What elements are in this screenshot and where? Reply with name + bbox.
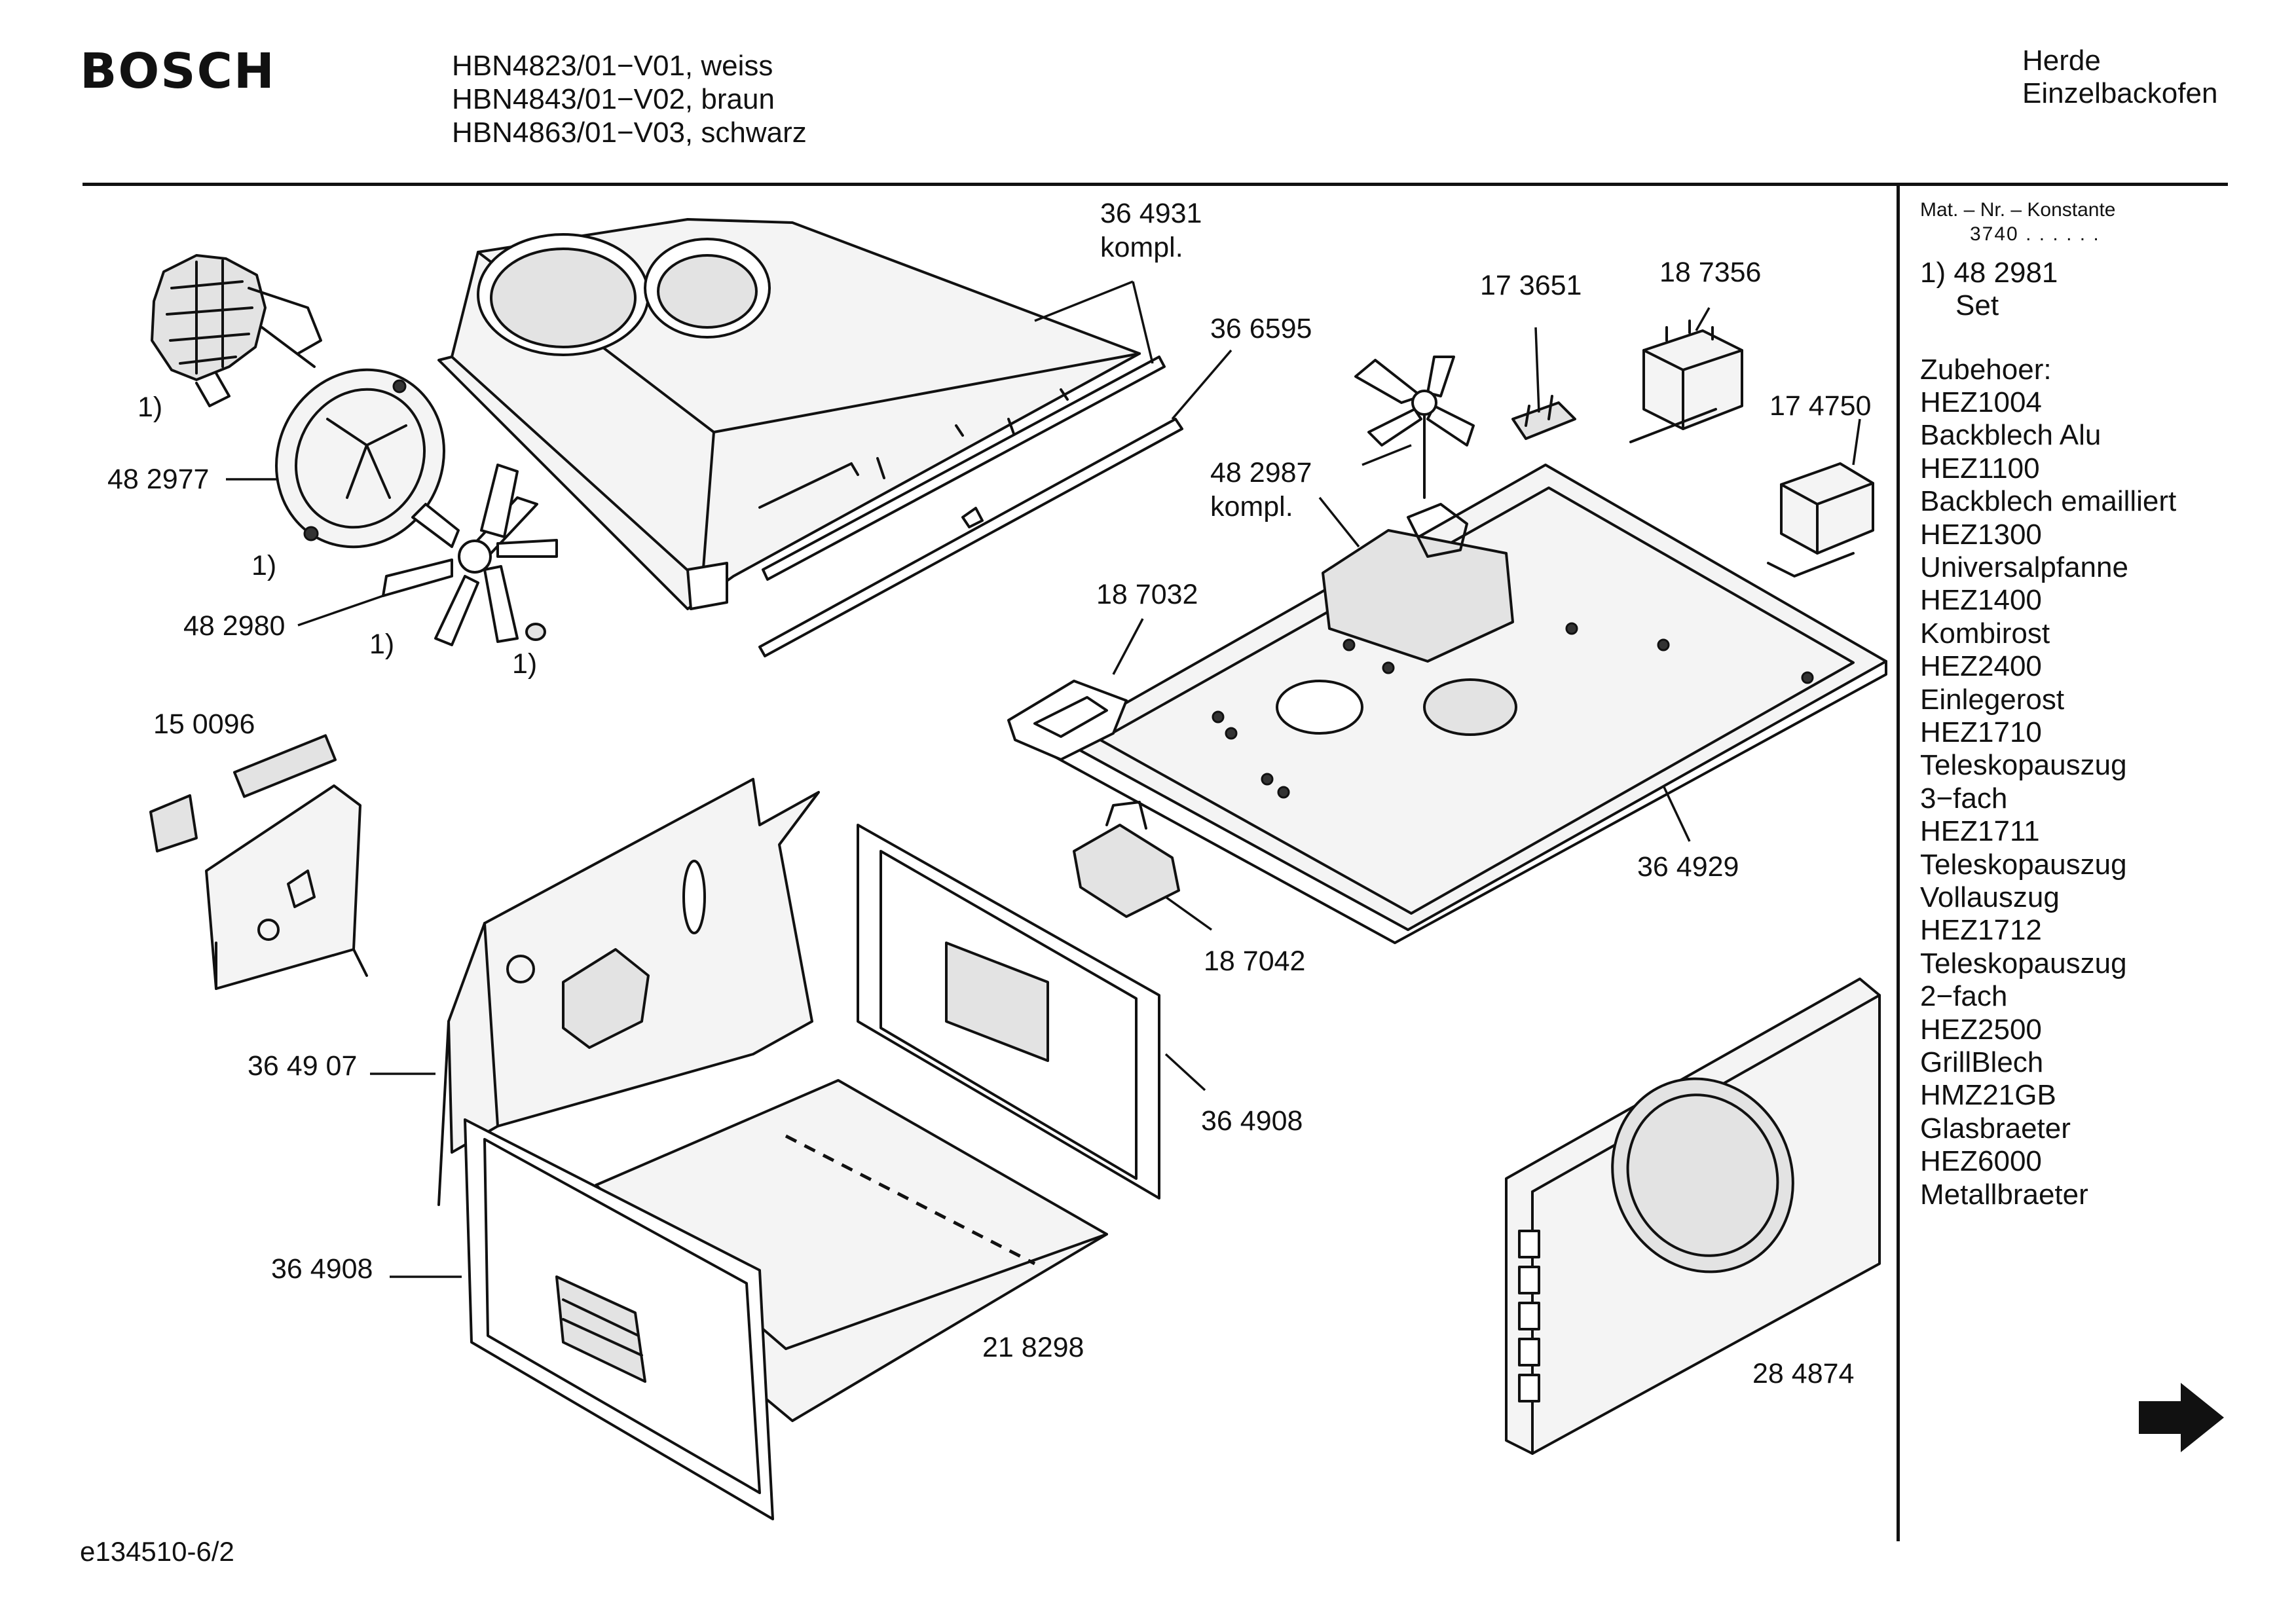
part-number-label: 36 4929 bbox=[1637, 851, 1739, 883]
accessory-line: HMZ21GB bbox=[1920, 1079, 2056, 1112]
set-footnote-label: 1) bbox=[251, 550, 277, 581]
accessory-line: GrillBlech bbox=[1920, 1046, 2044, 1078]
part-number-label: 48 2980 bbox=[183, 610, 286, 642]
set-footnote-label: 1) bbox=[369, 629, 395, 660]
accessory-line: Glasbraeter bbox=[1920, 1112, 2071, 1145]
accessory-line: Universalpfanne bbox=[1920, 551, 2128, 583]
accessory-line: Teleskopauszug bbox=[1920, 749, 2127, 782]
fan-cover-duct-drawing bbox=[437, 218, 1141, 610]
leader-lines bbox=[226, 280, 1861, 1278]
accessory-line: Einlegerost bbox=[1920, 683, 2065, 716]
door-switch-drawing bbox=[1073, 801, 1180, 918]
part-number-label: 36 6595 bbox=[1210, 313, 1312, 344]
category-line-2: Einzelbackofen bbox=[2022, 77, 2218, 109]
accessory-line: HEZ1712 bbox=[1920, 914, 2042, 947]
part-number-label: 28 4874 bbox=[1752, 1358, 1855, 1389]
model-line-1: HBN4823/01−V01, weiss bbox=[452, 50, 773, 82]
part-number-label: 36 4931 bbox=[1100, 198, 1202, 229]
accessory-line: Kombirost bbox=[1920, 617, 2050, 650]
convection-motor-drawing bbox=[151, 254, 322, 407]
part-kompl-label: kompl. bbox=[1100, 232, 1183, 263]
accessory-line: Backblech Alu bbox=[1920, 419, 2102, 452]
set-note-number: 1) 48 2981 bbox=[1920, 257, 2058, 289]
accessory-line: HEZ6000 bbox=[1920, 1145, 2042, 1178]
accessory-line: HEZ1711 bbox=[1920, 815, 2040, 848]
sensor-drawing bbox=[1511, 395, 1576, 440]
accessory-line: HEZ1400 bbox=[1920, 584, 2042, 617]
brand-logo: BOSCH bbox=[80, 43, 276, 100]
accessory-line: Vollauszug bbox=[1920, 881, 2060, 913]
base-plate-drawing bbox=[1046, 464, 1887, 944]
set-note-text: Set bbox=[1955, 289, 1999, 321]
set-footnote-label: 1) bbox=[138, 392, 163, 423]
accessory-line: HEZ2400 bbox=[1920, 650, 2042, 683]
part-number-label: 48 2987 bbox=[1210, 457, 1312, 488]
sidebar-divider bbox=[1897, 186, 1900, 1541]
accessories-heading: Zubehoer: bbox=[1920, 354, 2052, 386]
accessory-line: HEZ1100 bbox=[1920, 452, 2040, 485]
part-number-label: 18 7032 bbox=[1096, 579, 1198, 610]
side-wall-left-drawing bbox=[464, 1118, 774, 1520]
side-wall-right-drawing bbox=[857, 824, 1160, 1200]
oven-door-drawing bbox=[1505, 978, 1881, 1455]
accessory-line: HEZ1300 bbox=[1920, 518, 2042, 551]
set-footnote-label: 1) bbox=[512, 648, 538, 680]
accessory-line: 2−fach bbox=[1920, 980, 2008, 1013]
part-number-label: 17 4750 bbox=[1769, 390, 1872, 422]
control-bracket-drawing bbox=[149, 734, 368, 990]
accessory-line: Teleskopauszug bbox=[1920, 947, 2127, 980]
accessory-line: HEZ1710 bbox=[1920, 716, 2042, 748]
transformer-top-drawing bbox=[1629, 320, 1743, 443]
mat-number-heading: Mat. – Nr. – Konstante bbox=[1920, 199, 2116, 221]
accessory-line: Teleskopauszug bbox=[1920, 848, 2127, 881]
accessory-line: 3−fach bbox=[1920, 782, 2008, 815]
sealing-strips-drawing bbox=[758, 356, 1183, 657]
model-line-2: HBN4843/01−V02, braun bbox=[452, 83, 775, 115]
category-line-1: Herde bbox=[2022, 45, 2101, 77]
transformer-side-drawing bbox=[1767, 462, 1874, 577]
mat-number-value: 3740 . . . . . . bbox=[1970, 223, 2100, 245]
part-number-label: 48 2977 bbox=[107, 464, 210, 495]
part-number-label: 15 0096 bbox=[153, 708, 255, 740]
arrow-right-icon[interactable] bbox=[2139, 1383, 2224, 1452]
document-code: e134510-6/2 bbox=[80, 1536, 234, 1567]
fan-back-plate-drawing bbox=[275, 368, 445, 549]
part-number-label: 18 7042 bbox=[1204, 945, 1306, 977]
part-number-label: 36 49 07 bbox=[248, 1050, 358, 1082]
part-number-label: 36 4908 bbox=[1201, 1105, 1303, 1137]
part-number-label: 18 7356 bbox=[1659, 257, 1762, 288]
cooling-fan-drawing bbox=[1354, 356, 1475, 499]
part-kompl-label: kompl. bbox=[1210, 491, 1293, 522]
part-number-label: 21 8298 bbox=[982, 1332, 1084, 1363]
accessory-line: HEZ1004 bbox=[1920, 386, 2042, 418]
lamp-holder-drawing bbox=[1007, 680, 1128, 761]
part-number-label: 17 3651 bbox=[1480, 270, 1582, 301]
header-divider bbox=[83, 183, 2228, 186]
accessory-line: Backblech emailliert bbox=[1920, 485, 2177, 518]
accessory-line: Metallbraeter bbox=[1920, 1178, 2088, 1211]
model-line-3: HBN4863/01−V03, schwarz bbox=[452, 117, 807, 149]
accessory-line: HEZ2500 bbox=[1920, 1013, 2042, 1046]
part-number-label: 36 4908 bbox=[271, 1253, 373, 1285]
